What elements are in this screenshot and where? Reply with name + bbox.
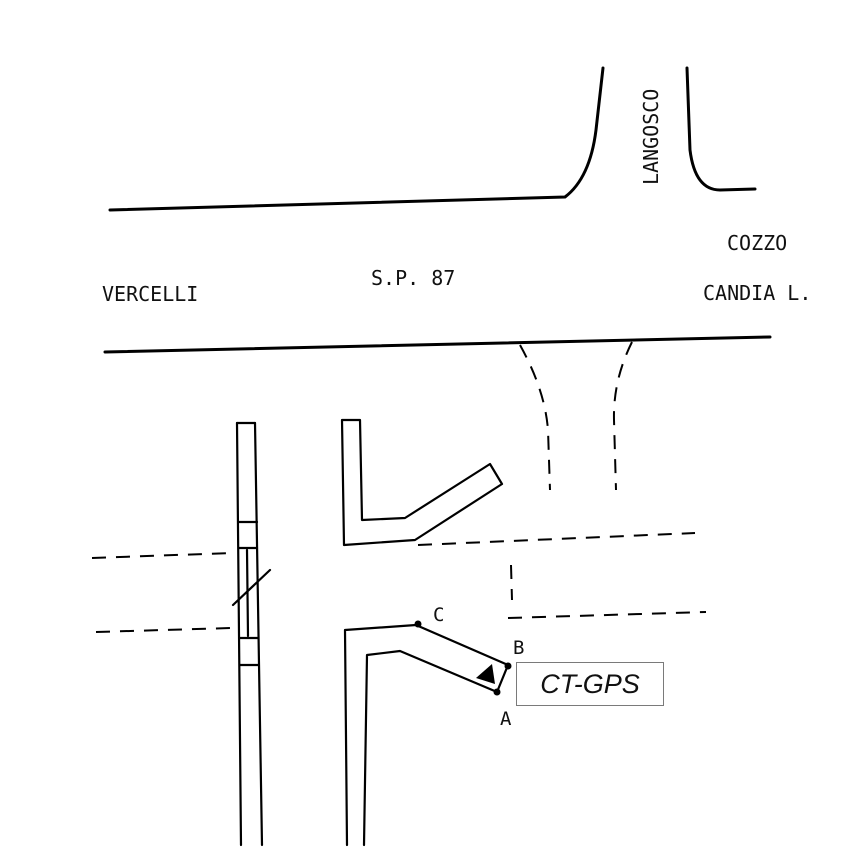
label-point-a: A [500,708,512,730]
gps-direction-icon [476,664,495,684]
side-road-west-edge [519,344,551,491]
upper-building-outline [340,418,504,547]
dashed-line-center [510,564,513,601]
strip-diagonal-mark [231,568,272,607]
label-road-sp87: S.P. 87 [371,266,455,290]
vertical-strip-right-edge [253,421,264,847]
dashed-line-west-upper [91,552,233,559]
langosco-east-edge [685,66,757,192]
point-b-marker [504,662,512,670]
lower-lane-end [495,663,510,694]
side-road-east-edge [612,341,633,491]
point-c-marker [414,620,422,628]
label-point-b: B [513,637,524,659]
lower-lane-inner [362,649,499,847]
point-a-marker [493,688,501,696]
label-point-c: C [433,604,444,626]
sp87-south-edge [103,335,772,354]
label-candia: CANDIA L. [703,281,811,305]
label-langosco: LANGOSCO [639,89,663,185]
sp87-north-edge [108,66,605,212]
ct-gps-label: CT-GPS [540,668,640,699]
strip-inner-line [245,548,250,638]
lower-lane-outer [343,623,510,847]
label-cozzo: COZZO [727,231,787,255]
ct-gps-label-box: CT-GPS [516,662,664,706]
dashed-line-east-lower [507,611,707,619]
vertical-strip-left-edge [235,421,243,847]
dashed-line-east-upper [417,532,696,546]
label-vercelli: VERCELLI [102,282,198,306]
dashed-line-west-lower [95,627,233,633]
